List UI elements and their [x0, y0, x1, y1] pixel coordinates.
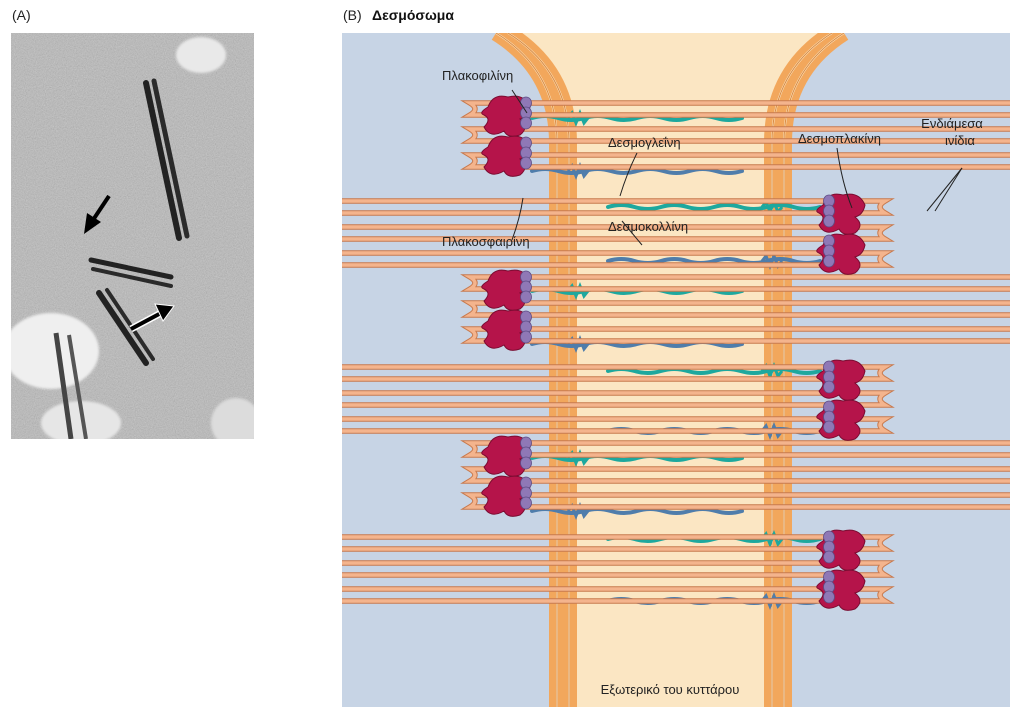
intermediate-filament-core	[342, 365, 892, 381]
plakophilin-icon	[520, 456, 532, 470]
desmoglein-label: Δεσμογλεΐνη	[608, 135, 681, 150]
micrograph-image	[11, 33, 254, 439]
desmoplakin-icon	[481, 475, 531, 517]
right-plaques	[342, 193, 895, 611]
right-plaque-2	[342, 359, 895, 441]
plakophilin-icon	[823, 214, 835, 228]
left-membrane	[491, 33, 577, 707]
plakophilin-icon	[520, 330, 532, 344]
left-plaque-1	[460, 95, 1010, 177]
plakophilin-icon	[823, 380, 835, 394]
intermediate-filament-core	[342, 535, 892, 551]
right-plaque-1	[342, 193, 895, 275]
plakophilin-label: Πλακοφιλίνη	[442, 68, 513, 83]
plakophilin-icon	[520, 116, 532, 130]
intermediate-filament-core	[463, 127, 1010, 143]
left-membrane-edge	[507, 33, 570, 707]
intermediate-filament-core	[342, 587, 892, 603]
desmosome-dense-plaques	[53, 78, 190, 439]
right-membrane-edge	[771, 33, 833, 707]
intermediate-filament-core	[342, 199, 892, 215]
desmosome-title: Δεσμόσωμα	[372, 7, 454, 23]
intermediate-filament-core	[463, 327, 1010, 343]
plakoglobin-label: Πλακοσφαιρίνη	[442, 234, 530, 249]
label-leaders	[511, 89, 963, 246]
filaments-label-line2: ινίδια	[945, 133, 975, 148]
intermediate-filament-core	[463, 301, 1010, 317]
desmosome-svg: Πλακοφιλίνη Πλακοσφαιρίνη Δεσμογλεΐνη Δε…	[342, 33, 1010, 707]
plakophilin-icon	[520, 290, 532, 304]
exterior-label: Εξωτερικό του κυττάρου	[601, 682, 740, 697]
left-membrane-edge	[495, 33, 558, 707]
plakophilin-icon	[823, 550, 835, 564]
right-membrane-edge	[783, 33, 845, 707]
filaments-label-line1: Ενδιάμεσα	[921, 116, 983, 131]
plakophilin-icon	[823, 420, 835, 434]
intermediate-filament-core	[463, 493, 1010, 509]
arrow-icon	[129, 303, 175, 333]
panel-b-letter: (B)	[343, 7, 362, 23]
intermediate-filament-core	[342, 417, 892, 433]
intermediate-filament-core	[463, 153, 1010, 169]
plasma-membranes	[491, 33, 849, 707]
desmocollin-label: Δεσμοκολλίνη	[608, 219, 688, 234]
plakophilin-icon	[520, 496, 532, 510]
desmosome-diagram: Πλακοφιλίνη Πλακοσφαιρίνη Δεσμογλεΐνη Δε…	[342, 33, 1010, 707]
desmoplakin-icon	[481, 269, 531, 311]
desmoplakin-label: Δεσμοπλακίνη	[798, 131, 881, 146]
intermediate-filament-core	[463, 467, 1010, 483]
intermediate-filament-core	[463, 441, 1010, 457]
left-plaques	[460, 95, 1010, 517]
intermediate-filament-core	[463, 101, 1010, 117]
right-membrane	[764, 33, 849, 707]
left-plaque-2	[460, 269, 1010, 351]
intermediate-filament-core	[463, 275, 1010, 291]
plakophilin-icon	[520, 156, 532, 170]
desmoplakin-icon	[481, 309, 531, 351]
desmoplakin-icon	[481, 435, 531, 477]
desmoglein-strand	[606, 203, 822, 211]
panel-a-letter: (A)	[12, 7, 31, 23]
intermediate-filament-core	[342, 225, 892, 241]
plakophilin-icon	[823, 590, 835, 604]
electron-micrograph	[11, 33, 254, 439]
intermediate-filament-core	[342, 391, 892, 407]
arrow-icon	[84, 194, 111, 234]
left-plaque-3	[460, 435, 1010, 517]
intermediate-filament-core	[342, 561, 892, 577]
plakophilin-icon	[823, 254, 835, 268]
intermediate-filament-core	[342, 251, 892, 267]
desmoplakin-icon	[481, 135, 531, 177]
right-plaque-3	[342, 529, 895, 611]
panel-b-title: Δεσμόσωμα	[372, 7, 454, 23]
